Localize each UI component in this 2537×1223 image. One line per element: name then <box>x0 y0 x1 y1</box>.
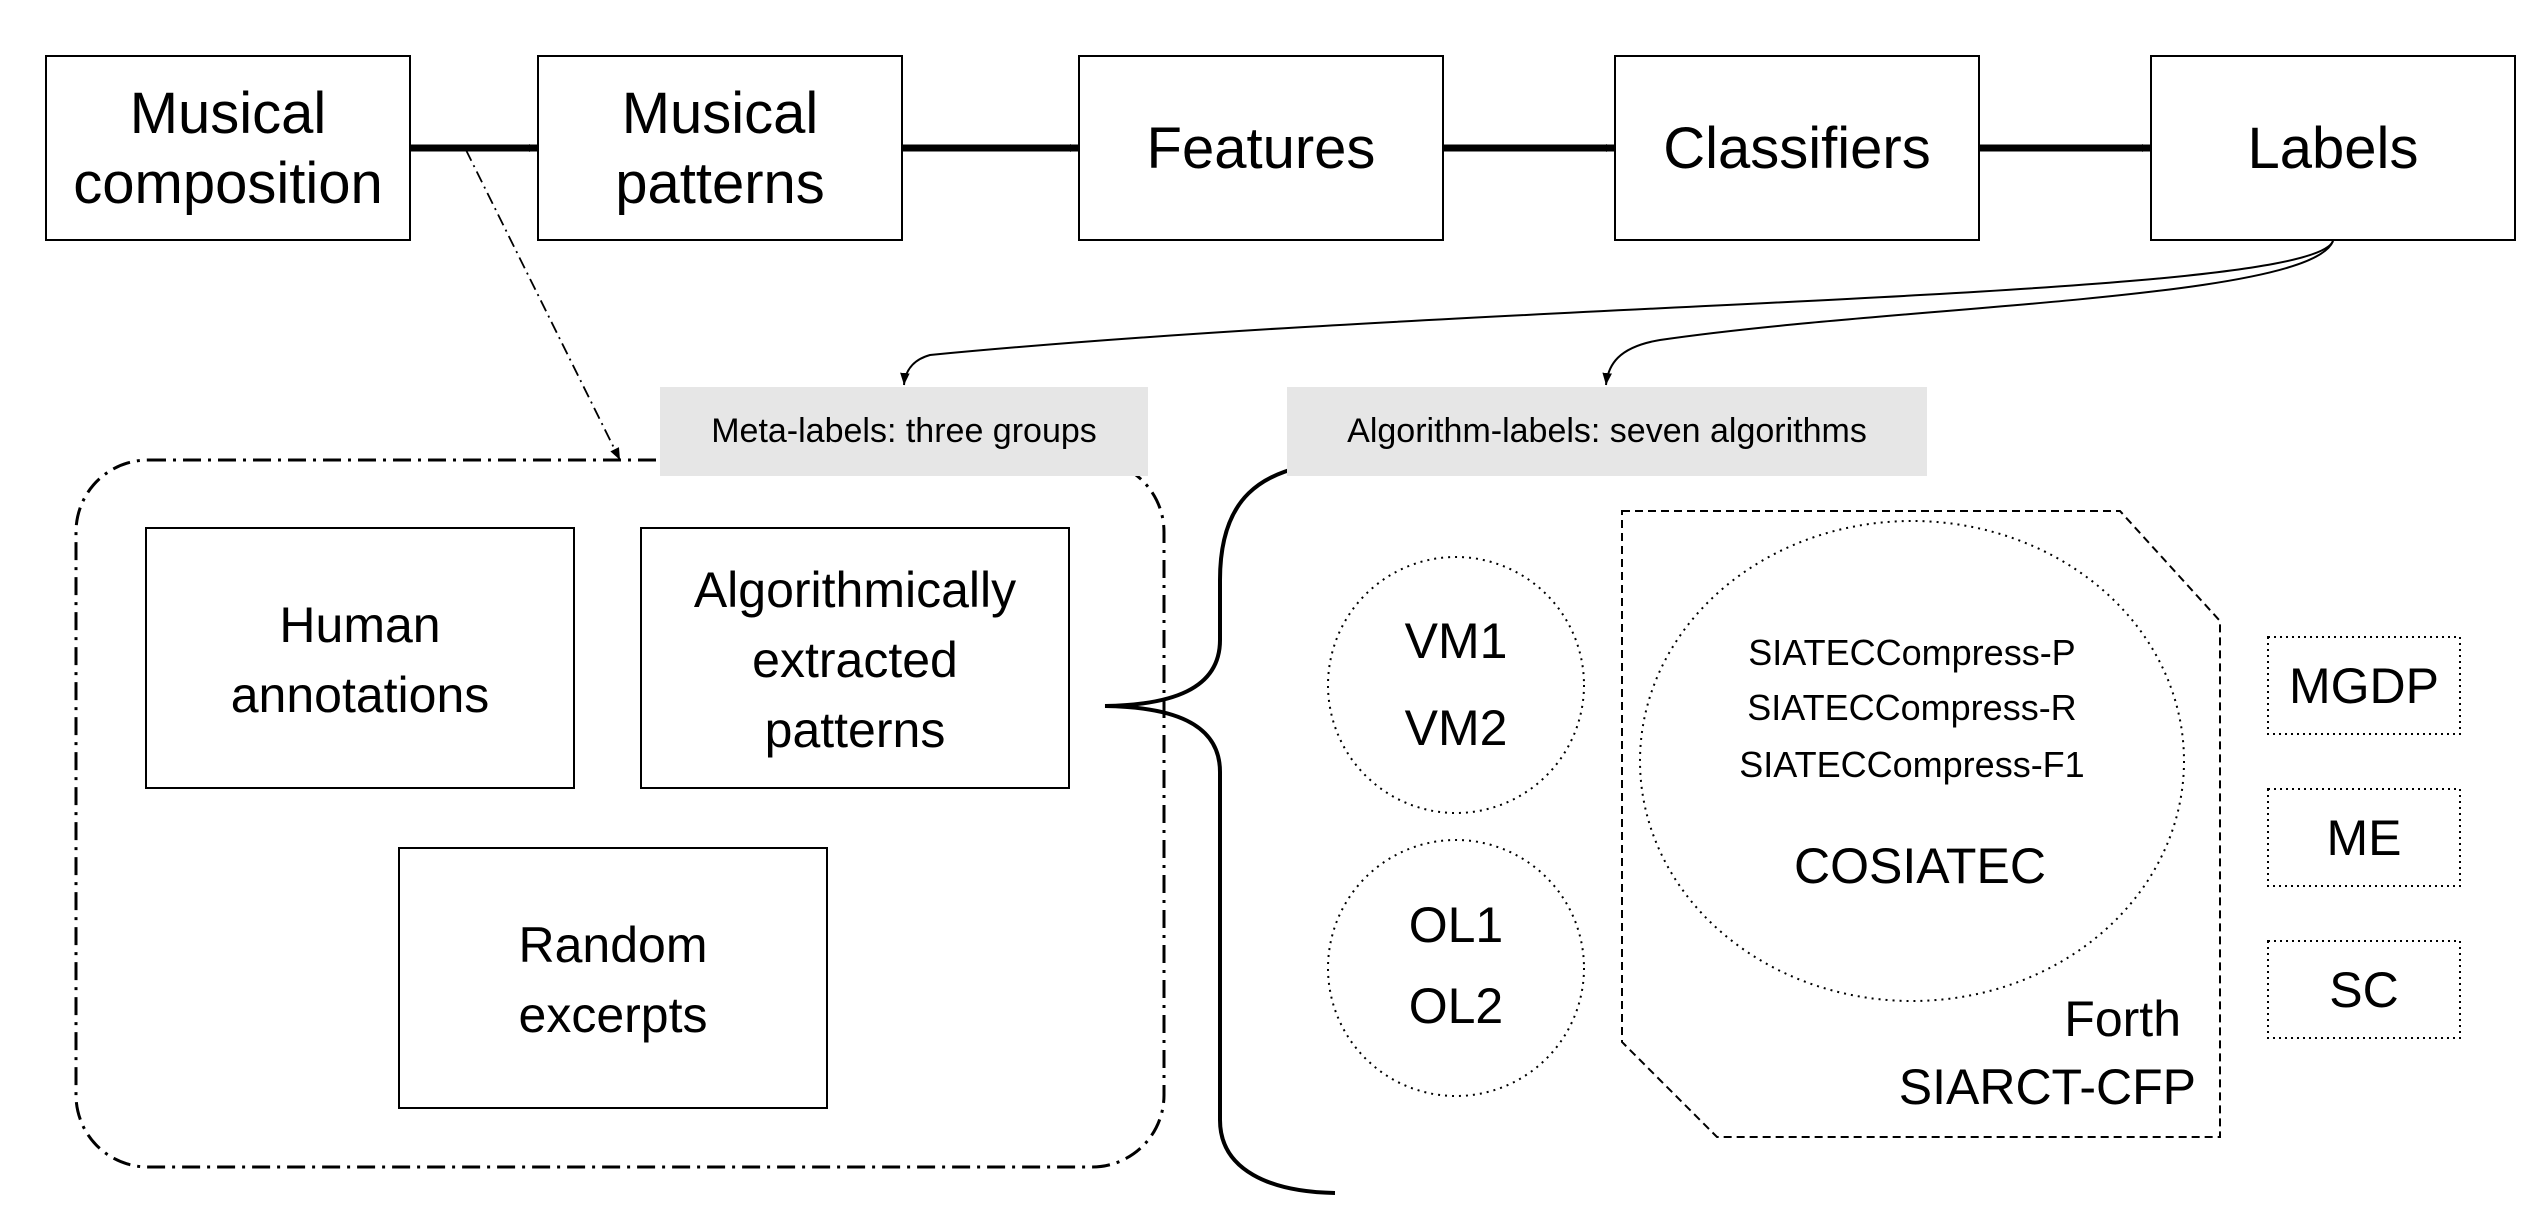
siatec-ellipse <box>1639 520 2185 1002</box>
algorithmic-patterns-box: Algorithmically extracted patterns <box>640 527 1070 789</box>
labels-box: Labels <box>2150 55 2516 241</box>
forth-label: Forth <box>2064 991 2181 1047</box>
random-label-line2: excerpts <box>519 987 708 1043</box>
algorithm-labels-title: Algorithm-labels: seven algorithms <box>1347 412 1867 450</box>
meta-labels-tag <box>660 387 1148 476</box>
features-label: Features <box>1147 116 1376 181</box>
meta-labels-frame <box>74 458 1166 1169</box>
sc-label: SC <box>2329 962 2398 1018</box>
human-annotations-box: Human annotations <box>145 527 575 789</box>
composition-label-line2: composition <box>73 151 382 216</box>
human-label-line1: Human <box>279 597 440 653</box>
composition-label-line1: Musical <box>130 81 327 146</box>
siatec-f1-label: SIATECCompress-F1 <box>1739 744 2084 785</box>
composition-box: Musical composition <box>45 55 411 241</box>
random-excerpts-box: Random excerpts <box>398 847 828 1109</box>
algorithm-labels-tag <box>1287 387 1927 476</box>
algorithmic-label-line3: patterns <box>765 702 946 758</box>
meta-labels-group: Meta-labels: three groups Human annotati… <box>74 387 1166 1169</box>
patterns-label-line2: patterns <box>615 151 825 216</box>
siatec-p-label: SIATECCompress-P <box>1748 632 2075 673</box>
patterns-box: Musical patterns <box>537 55 903 241</box>
algorithmic-label-line1: Algorithmically <box>694 562 1016 618</box>
cosiatec-label: COSIATEC <box>1794 838 2046 894</box>
vm1-label: VM1 <box>1405 613 1508 669</box>
mgdp-box: MGDP <box>2267 636 2461 735</box>
vm2-label: VM2 <box>1405 700 1508 756</box>
random-label-line1: Random <box>519 917 708 973</box>
siatec-family-frame: SIATECCompress-P SIATECCompress-R SIATEC… <box>1621 510 2221 1138</box>
siarct-label: SIARCT-CFP <box>1899 1059 2196 1115</box>
dashdot-arrow-to-meta-group <box>465 149 621 461</box>
patterns-label-line1: Musical <box>622 81 819 146</box>
sc-box: SC <box>2267 940 2461 1039</box>
ol1-label: OL1 <box>1409 897 1504 953</box>
labels-to-meta-connector <box>900 240 2334 386</box>
ol-circle: OL1 OL2 <box>1327 839 1585 1097</box>
mgdp-label: MGDP <box>2289 658 2439 714</box>
labels-to-algorithm-connector <box>1602 240 2334 386</box>
curly-brace <box>1104 460 1336 1195</box>
ol2-label: OL2 <box>1409 978 1504 1034</box>
features-box: Features <box>1078 55 1444 241</box>
pipeline: Musical composition Musical patterns Fea… <box>45 55 2516 241</box>
classifiers-label: Classifiers <box>1663 116 1931 181</box>
vm-circle: VM1 VM2 <box>1327 556 1585 814</box>
meta-labels-title: Meta-labels: three groups <box>711 412 1097 450</box>
algorithm-labels-group: Algorithm-labels: seven algorithms VM1 V… <box>1287 387 2461 1138</box>
siatec-r-label: SIATECCompress-R <box>1747 687 2076 728</box>
algorithmic-label-line2: extracted <box>752 632 958 688</box>
labels-label: Labels <box>2248 116 2419 181</box>
me-box: ME <box>2267 788 2461 887</box>
classifiers-box: Classifiers <box>1614 55 1980 241</box>
me-label: ME <box>2327 810 2402 866</box>
human-label-line2: annotations <box>231 667 490 723</box>
